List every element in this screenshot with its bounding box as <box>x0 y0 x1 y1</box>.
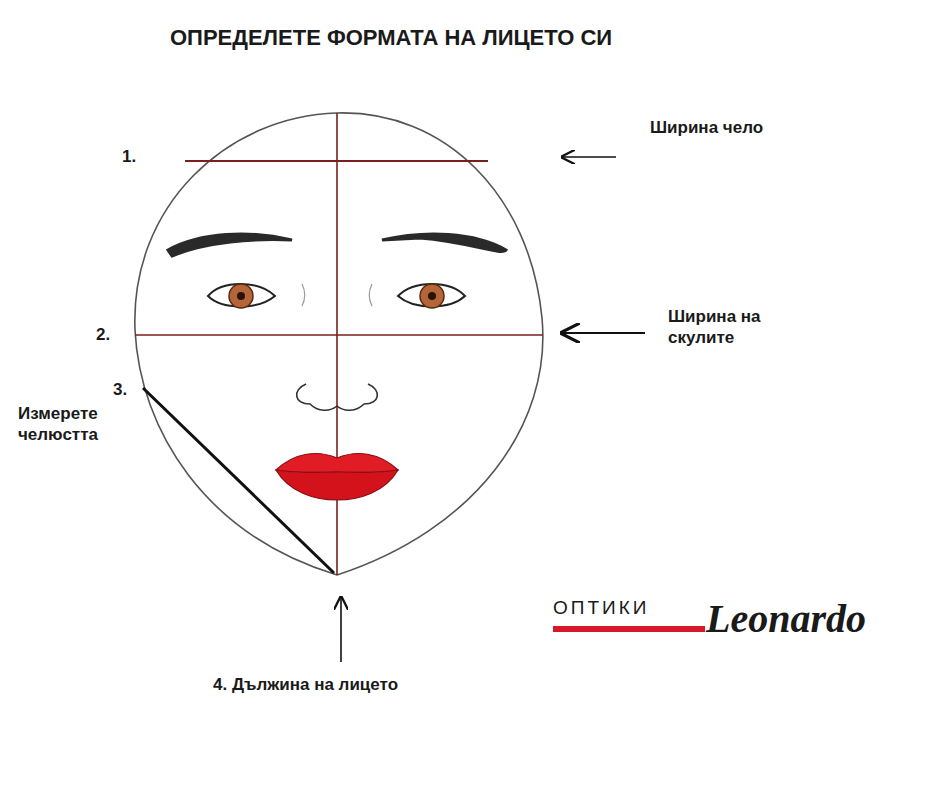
eyebrow <box>382 234 506 251</box>
cheekbone-line <box>135 334 543 336</box>
logo-text: ОПТИКИ <box>553 596 649 620</box>
logo-text: Leonardo <box>706 594 866 644</box>
pupil <box>237 292 245 300</box>
logo-bar <box>553 626 705 632</box>
title: ОПРЕДЕЛЕТЕ ФОРМАТА НА ЛИЦЕТО СИ <box>170 24 612 52</box>
measure-label: Измерете челюстта <box>18 403 128 446</box>
measure-label: 4. Дължина на лицето <box>213 674 398 695</box>
callout-number: 3. <box>113 379 127 400</box>
length-line <box>336 113 338 575</box>
iris <box>229 284 253 308</box>
nose <box>297 384 378 410</box>
pointer-arrow <box>340 597 342 662</box>
lower-lip <box>276 470 398 500</box>
forehead-line <box>185 160 488 162</box>
callout-number: 1. <box>122 146 136 167</box>
pointer-arrow <box>562 156 616 158</box>
measure-label: Ширина чело <box>650 117 763 138</box>
nose-bridge <box>369 284 372 306</box>
callout-number: 2. <box>96 324 110 345</box>
iris <box>420 284 444 308</box>
pupil <box>428 292 436 300</box>
eyebrow <box>168 234 292 256</box>
upper-lip <box>276 454 398 473</box>
face-outline <box>135 113 543 575</box>
pointer-arrow <box>562 332 645 334</box>
nose-bridge <box>302 284 305 306</box>
measure-label: Ширина на скулите <box>668 306 788 349</box>
